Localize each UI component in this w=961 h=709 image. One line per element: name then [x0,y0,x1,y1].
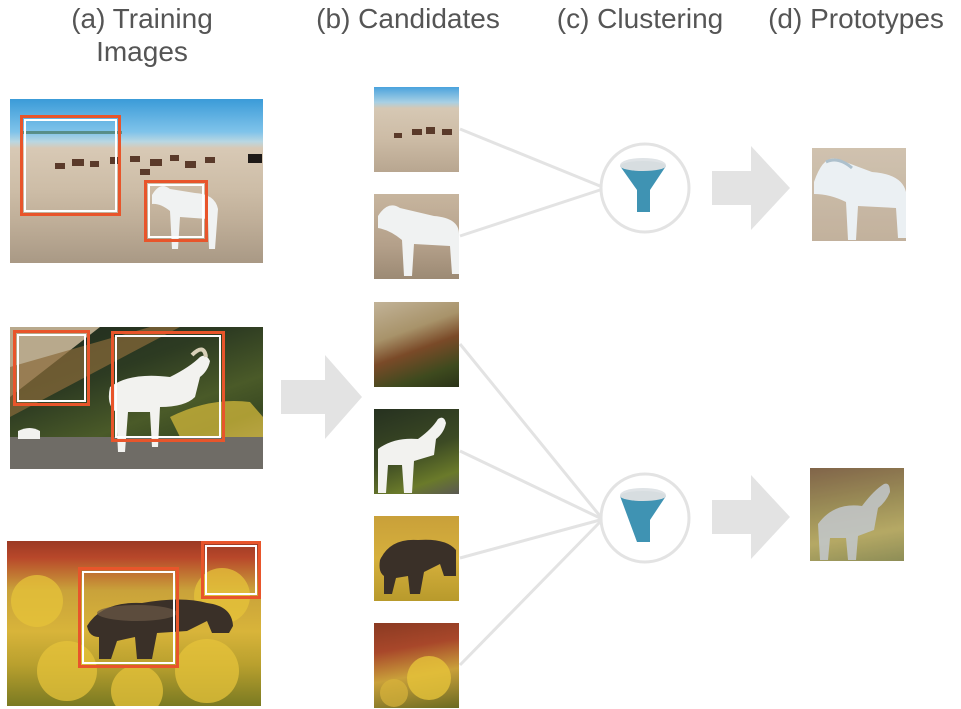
heading-training-line1: (a) Training [71,3,213,34]
funnel-icon [599,472,691,564]
right-arrow-icon [712,146,790,230]
region-box-foliage [201,541,261,599]
heading-candidates: (b) Candidates [316,3,500,34]
training-image-horses [10,99,263,263]
region-box-bear [78,567,179,668]
candidate-horse [374,194,459,279]
region-box-hillside [13,330,90,406]
training-image-sheep [10,327,263,469]
candidate-sheep [374,409,459,494]
candidate-sheep-art [378,417,446,493]
heading-training-images: (a) Training Images [52,2,232,68]
sheep-scene [10,327,263,469]
bear-scene [11,568,250,706]
prototype-horse [812,148,906,241]
candidate-foliage [374,623,459,708]
candidate-bear-art [379,539,456,594]
right-arrow-icon [712,475,790,559]
heading-clustering: (c) Clustering [556,3,724,34]
connector-line [459,188,601,238]
region-box-sheep [111,331,225,442]
connector-line [458,520,602,667]
candidate-horse-art [378,205,459,276]
horses-scene [22,131,262,249]
region-box-horse [144,180,208,242]
funnel-icon [599,142,691,234]
connector-line [458,343,602,517]
right-arrow-icon [281,355,362,439]
heading-training-line2: Images [96,36,188,67]
candidate-bear [374,516,459,601]
prototype-mixed-art [818,483,890,560]
connector-lines [458,127,602,667]
connector-line [459,518,601,560]
candidate-hillside [374,302,459,387]
candidate-plain-art [394,127,452,138]
prototype-mixed [810,468,904,561]
connector-line [459,449,601,520]
prototype-horse-art [814,158,906,240]
connector-line [459,127,601,188]
heading-prototypes: (d) Prototypes [768,3,944,34]
candidate-foliage-art [380,656,451,707]
region-box-plain [20,115,121,216]
candidate-plain [374,87,459,172]
